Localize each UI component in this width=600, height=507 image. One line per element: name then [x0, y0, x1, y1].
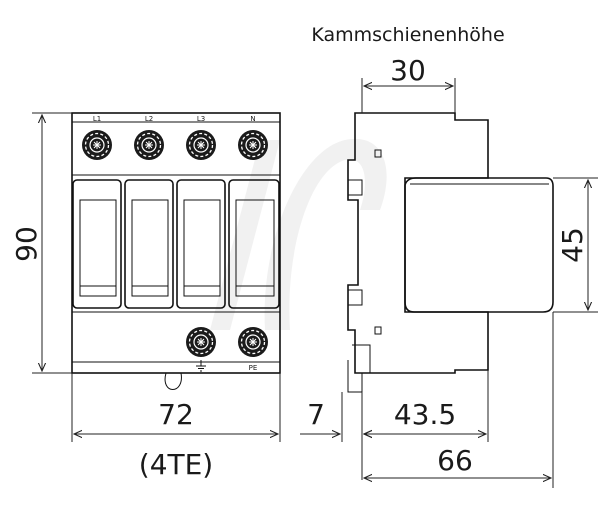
screw-terminal-icon [133, 129, 165, 161]
dimension-depth-45: 45 [553, 177, 598, 313]
pe-screw-icon [185, 326, 217, 358]
dim-label-66: 66 [437, 444, 473, 477]
screw-terminal-icon [185, 129, 217, 161]
pe-screw-icon [237, 326, 269, 358]
plug-in-module [404, 177, 554, 313]
dim-label-7: 7 [307, 398, 325, 431]
terminal-label-l3: L3 [197, 115, 205, 123]
dim-label-43-5: 43.5 [394, 398, 456, 431]
terminal-label-n: N [250, 115, 255, 123]
dimension-depth-43-5: 43.5 [364, 370, 489, 442]
indicator-slot [374, 149, 382, 158]
protection-module [72, 179, 122, 309]
earth-symbol-icon [196, 360, 206, 372]
dim-label-72: 72 [158, 398, 194, 431]
side-body-outline [347, 112, 489, 374]
protection-module [228, 179, 280, 309]
dimension-depth-66: 66 [364, 312, 554, 488]
dimension-clip-7: 7 [300, 392, 372, 480]
dim-label-90: 90 [10, 226, 43, 262]
pe-label: PE [249, 364, 258, 372]
dimension-width-72: 72 (4TE) [71, 373, 281, 481]
screw-terminal-icon [237, 129, 269, 161]
protection-module [176, 179, 226, 309]
dim-label-45: 45 [556, 227, 589, 263]
terminal-label-l1: L1 [93, 115, 101, 123]
dim-label-4te: (4TE) [139, 448, 213, 481]
wire-loop [164, 372, 182, 390]
side-view [347, 112, 554, 393]
protection-module [124, 179, 174, 309]
indicator-slot [374, 326, 382, 335]
front-view: L1 L2 L3 N P [71, 112, 281, 390]
terminal-label-l2: L2 [145, 115, 153, 123]
dimension-height-90: 90 [10, 112, 72, 374]
screw-terminal-icon [81, 129, 113, 161]
front-body-outline [71, 112, 281, 374]
dim-label-30: 30 [390, 54, 426, 87]
header-label: Kammschienenhöhe [311, 24, 504, 46]
watermark-logo [210, 138, 387, 330]
dimension-busbar-30: 30 [361, 54, 456, 113]
